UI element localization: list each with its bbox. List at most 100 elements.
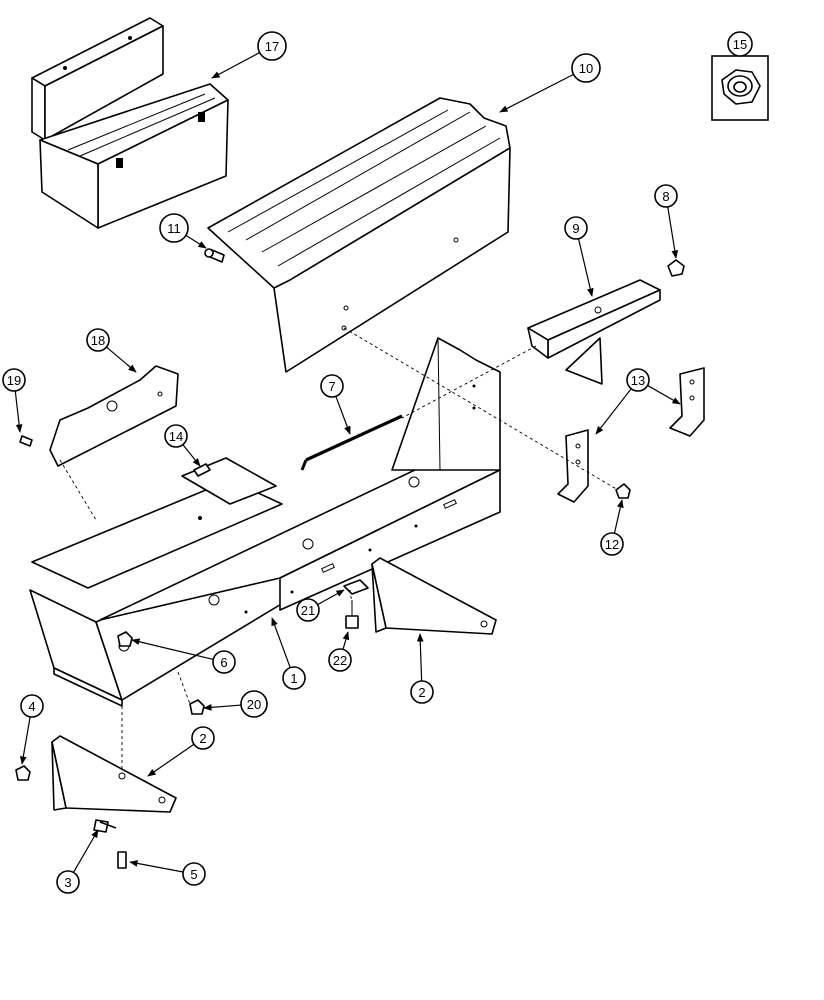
callout-number: 2 [418, 685, 425, 700]
callout-7: 7 [320, 374, 351, 435]
clip-21 [343, 579, 369, 595]
callout-8: 8 [654, 184, 679, 259]
callout-leader [19, 716, 31, 765]
callout-17: 17 [211, 31, 287, 79]
callout-leader [647, 384, 681, 405]
callout-leader [211, 52, 260, 79]
bracket-13-right [669, 367, 705, 437]
callout-6: 6 [131, 638, 236, 674]
callout-18: 18 [86, 328, 137, 373]
callout-circle [564, 216, 588, 240]
bolt-5 [117, 851, 127, 869]
callout-circle [20, 694, 44, 718]
nut-12 [615, 483, 631, 499]
support-2-right [371, 557, 497, 635]
callout-9: 9 [564, 216, 594, 297]
bolt-19 [19, 435, 33, 447]
nut-4 [15, 765, 31, 781]
callout-circle [282, 666, 306, 690]
callout-circle [328, 648, 352, 672]
callout-circle [212, 650, 236, 674]
callout-number: 21 [301, 603, 315, 618]
callout-3: 3 [56, 829, 99, 894]
callout-leader [203, 704, 242, 711]
callout-number: 13 [631, 373, 645, 388]
callout-number: 9 [572, 221, 579, 236]
bracket-9 [527, 279, 661, 385]
clip-22 [345, 600, 359, 629]
callout-number: 15 [733, 37, 747, 52]
callout-5: 5 [129, 860, 206, 886]
bolt-3 [93, 819, 117, 833]
callout-circle [296, 598, 320, 622]
callout-leader [129, 860, 184, 873]
callout-20: 20 [203, 690, 268, 718]
callout-circle [159, 213, 189, 243]
callout-number: 12 [605, 537, 619, 552]
callout-number: 6 [220, 655, 227, 670]
callout-leader [182, 444, 201, 467]
callout-2: 2 [410, 633, 434, 704]
bracket-13-left [557, 429, 589, 503]
callout-leader [577, 238, 594, 297]
callout-circle [626, 368, 650, 392]
callout-leader [131, 638, 214, 661]
assembly-lines [59, 327, 619, 772]
callout-circle [240, 690, 268, 718]
callout-leader [342, 631, 350, 650]
callout-circle [164, 424, 188, 448]
callout-number: 17 [265, 39, 279, 54]
callout-leader [185, 234, 207, 249]
callout-number: 11 [167, 221, 181, 236]
callout-21: 21 [296, 589, 345, 622]
nut-6 [117, 631, 133, 647]
callout-leader [106, 346, 137, 373]
callout-number: 3 [64, 875, 71, 890]
callout-number: 7 [328, 379, 335, 394]
callout-leader [147, 743, 195, 777]
callout-circle [182, 862, 206, 886]
callout-leader [416, 633, 424, 682]
callout-leader [14, 390, 23, 433]
callout-leader [667, 206, 679, 259]
callout-number: 10 [579, 61, 593, 76]
frame-1 [29, 337, 501, 707]
callout-circle [2, 368, 26, 392]
callout-leader [317, 589, 345, 606]
callout-number: 22 [333, 653, 347, 668]
callout-number: 20 [247, 697, 261, 712]
callout-circle [257, 31, 287, 61]
callout-number: 18 [91, 333, 105, 348]
callout-leader [271, 617, 291, 668]
callout-19: 19 [2, 368, 26, 433]
callout-12: 12 [600, 499, 624, 556]
plate-18 [49, 365, 179, 467]
callout-circle [727, 31, 753, 57]
callout-circle [191, 726, 215, 750]
callout-15: 15 [727, 31, 753, 57]
callout-4: 4 [19, 694, 44, 765]
callout-leader [613, 499, 624, 534]
callout-1: 1 [271, 617, 306, 690]
bolt-11 [204, 248, 225, 263]
callout-number: 1 [290, 671, 297, 686]
callout-2: 2 [147, 726, 215, 777]
support-2-left [51, 735, 177, 813]
nut-20 [189, 699, 205, 715]
callout-10: 10 [499, 53, 601, 113]
callout-circle [654, 184, 678, 208]
callout-13: 13 [595, 368, 681, 435]
callout-14: 14 [164, 424, 201, 467]
callout-circle [571, 53, 601, 83]
callout-11: 11 [159, 213, 207, 249]
callout-circle [86, 328, 110, 352]
callout-number: 5 [190, 867, 197, 882]
callout-number: 2 [199, 731, 206, 746]
rod-7 [300, 414, 403, 471]
tool-box [31, 17, 229, 229]
callout-leader [335, 396, 351, 435]
callout-number: 14 [169, 429, 183, 444]
callout-circle [410, 680, 434, 704]
